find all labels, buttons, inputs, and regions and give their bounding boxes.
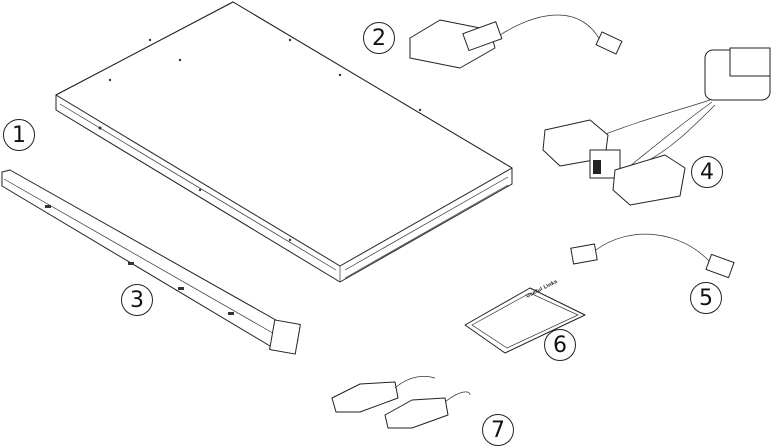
rj45-cable bbox=[570, 233, 735, 279]
callout-6: 6 bbox=[544, 329, 576, 361]
breakout-cable bbox=[542, 47, 771, 206]
callout-4: 4 bbox=[691, 156, 723, 188]
transceiver-cables bbox=[331, 376, 471, 429]
callout-2: 2 bbox=[363, 22, 395, 54]
switch-chassis bbox=[55, 1, 513, 283]
callout-1: 1 bbox=[3, 119, 35, 151]
callout-7: 7 bbox=[482, 414, 514, 446]
rack-rail bbox=[1, 169, 301, 355]
callout-5: 5 bbox=[690, 282, 722, 314]
callout-3: 3 bbox=[121, 284, 153, 316]
console-adapter-cable bbox=[409, 14, 623, 69]
